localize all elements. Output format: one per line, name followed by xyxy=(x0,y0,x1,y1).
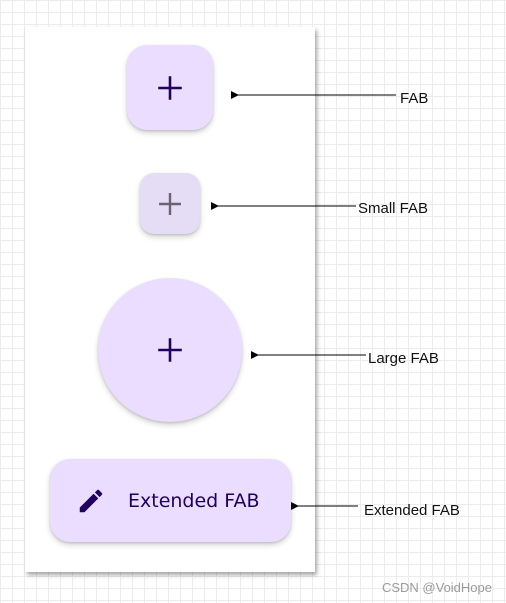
plus-icon xyxy=(157,191,183,217)
plus-icon xyxy=(156,336,184,364)
small-fab-button[interactable] xyxy=(140,173,200,234)
extended-fab-button[interactable]: Extended FAB xyxy=(50,459,291,542)
fab-callout-label: FAB xyxy=(400,90,429,107)
fab-button[interactable] xyxy=(127,45,213,130)
large-fab-button[interactable] xyxy=(98,278,242,422)
pencil-icon xyxy=(76,486,106,516)
plus-icon xyxy=(156,74,184,102)
extended-fab-callout-label: Extended FAB xyxy=(364,502,460,519)
watermark: CSDN @VoidHope xyxy=(381,580,492,595)
small-fab-callout-label: Small FAB xyxy=(358,200,429,217)
large-fab-callout-label: Large FAB xyxy=(368,350,439,367)
device-screen: Extended FAB xyxy=(25,27,315,572)
extended-fab-text: Extended FAB xyxy=(128,489,260,512)
